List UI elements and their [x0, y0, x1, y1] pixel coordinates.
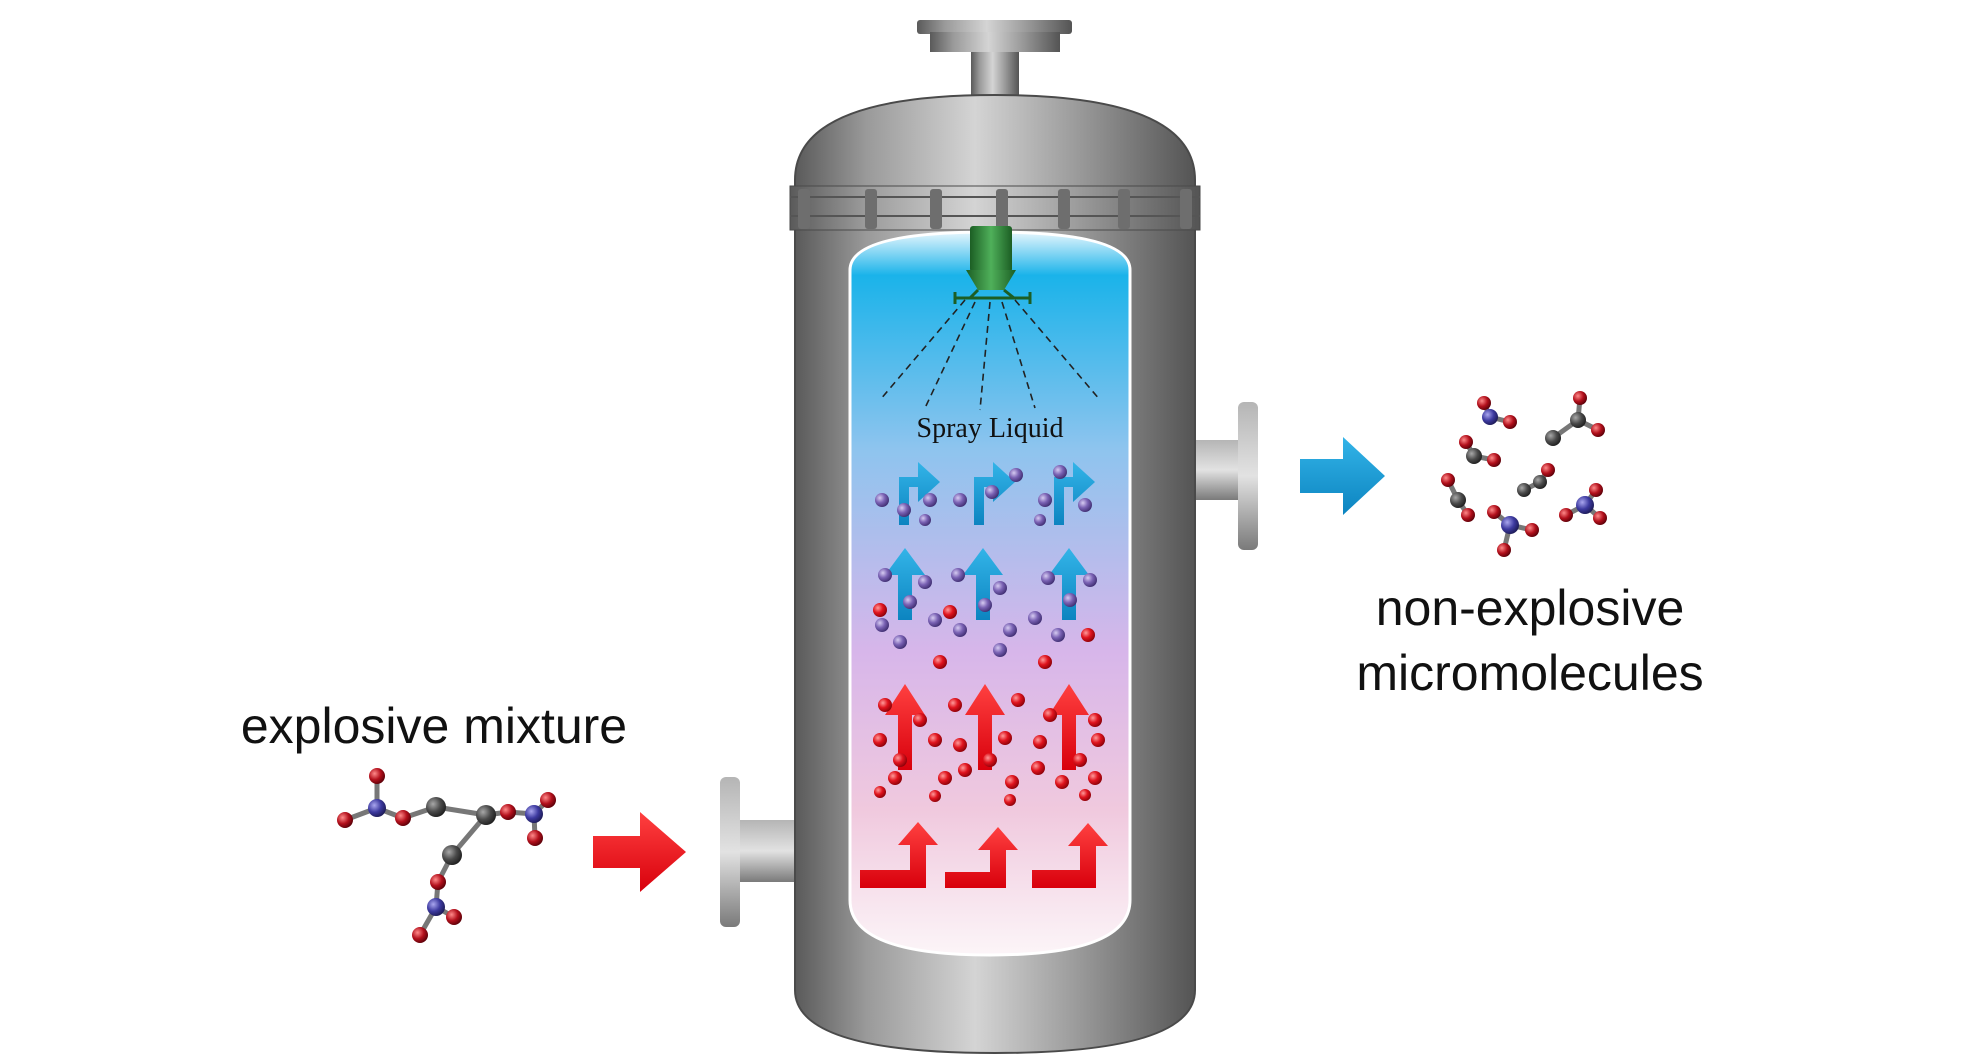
body-flange: [789, 185, 1201, 231]
outlet-flange: [1238, 402, 1258, 550]
red-right-arrow-icon: [593, 812, 686, 892]
blue-up-arrow-1: [885, 548, 925, 620]
red-turn-arrows: [860, 822, 1108, 888]
input-label: explosive mixture: [241, 698, 627, 754]
no3-molecule-icon-1: [1487, 505, 1539, 557]
red-turn-arrow-3: [1032, 823, 1108, 888]
output-label-line1: non-explosive: [1376, 580, 1685, 636]
blue-up-arrows: [885, 548, 1089, 620]
inlet-flange: [720, 777, 740, 927]
top-flange-neck: [930, 32, 1060, 52]
blue-up-arrow-2: [963, 548, 1003, 620]
co-molecule-icon-2: [1517, 463, 1555, 497]
hot-particles: [873, 603, 1105, 806]
cool-particles: [875, 465, 1097, 657]
red-up-arrows: [885, 684, 1089, 770]
blue-turn-arrow-3: [1054, 462, 1095, 525]
blue-turn-arrow-1: [899, 462, 940, 525]
no2-molecule-icon-1: [1477, 396, 1517, 429]
reactor-vessel: [720, 20, 1258, 1055]
small-molecule-icons: [1441, 391, 1607, 557]
red-turn-arrow-1: [860, 822, 938, 888]
spray-label: Spray Liquid: [917, 413, 1064, 444]
co-molecule-icon-1: [1459, 435, 1501, 467]
blue-up-arrow-3: [1049, 548, 1089, 620]
nitrate-ester-molecule-icon: [337, 768, 556, 943]
red-up-arrow-3: [1049, 684, 1089, 770]
red-up-arrow-1: [885, 684, 925, 770]
spray-nozzle-icon: [953, 226, 1032, 304]
red-up-arrow-2: [965, 684, 1005, 770]
inlet-pipe: [735, 820, 805, 882]
flange-bolts: [798, 189, 1192, 229]
outlet-pipe: [1187, 440, 1242, 500]
co-molecule-icon-3: [1441, 473, 1475, 522]
blue-right-arrow-icon: [1300, 437, 1385, 515]
co2-molecule-icon-1: [1545, 391, 1605, 446]
no3-molecule-icon-2: [1559, 483, 1607, 525]
red-turn-arrow-2: [945, 827, 1018, 888]
output-label-line2: micromolecules: [1356, 645, 1703, 701]
top-flange: [917, 20, 1072, 34]
spray-lines: [879, 299, 1101, 411]
top-pipe: [971, 50, 1019, 98]
